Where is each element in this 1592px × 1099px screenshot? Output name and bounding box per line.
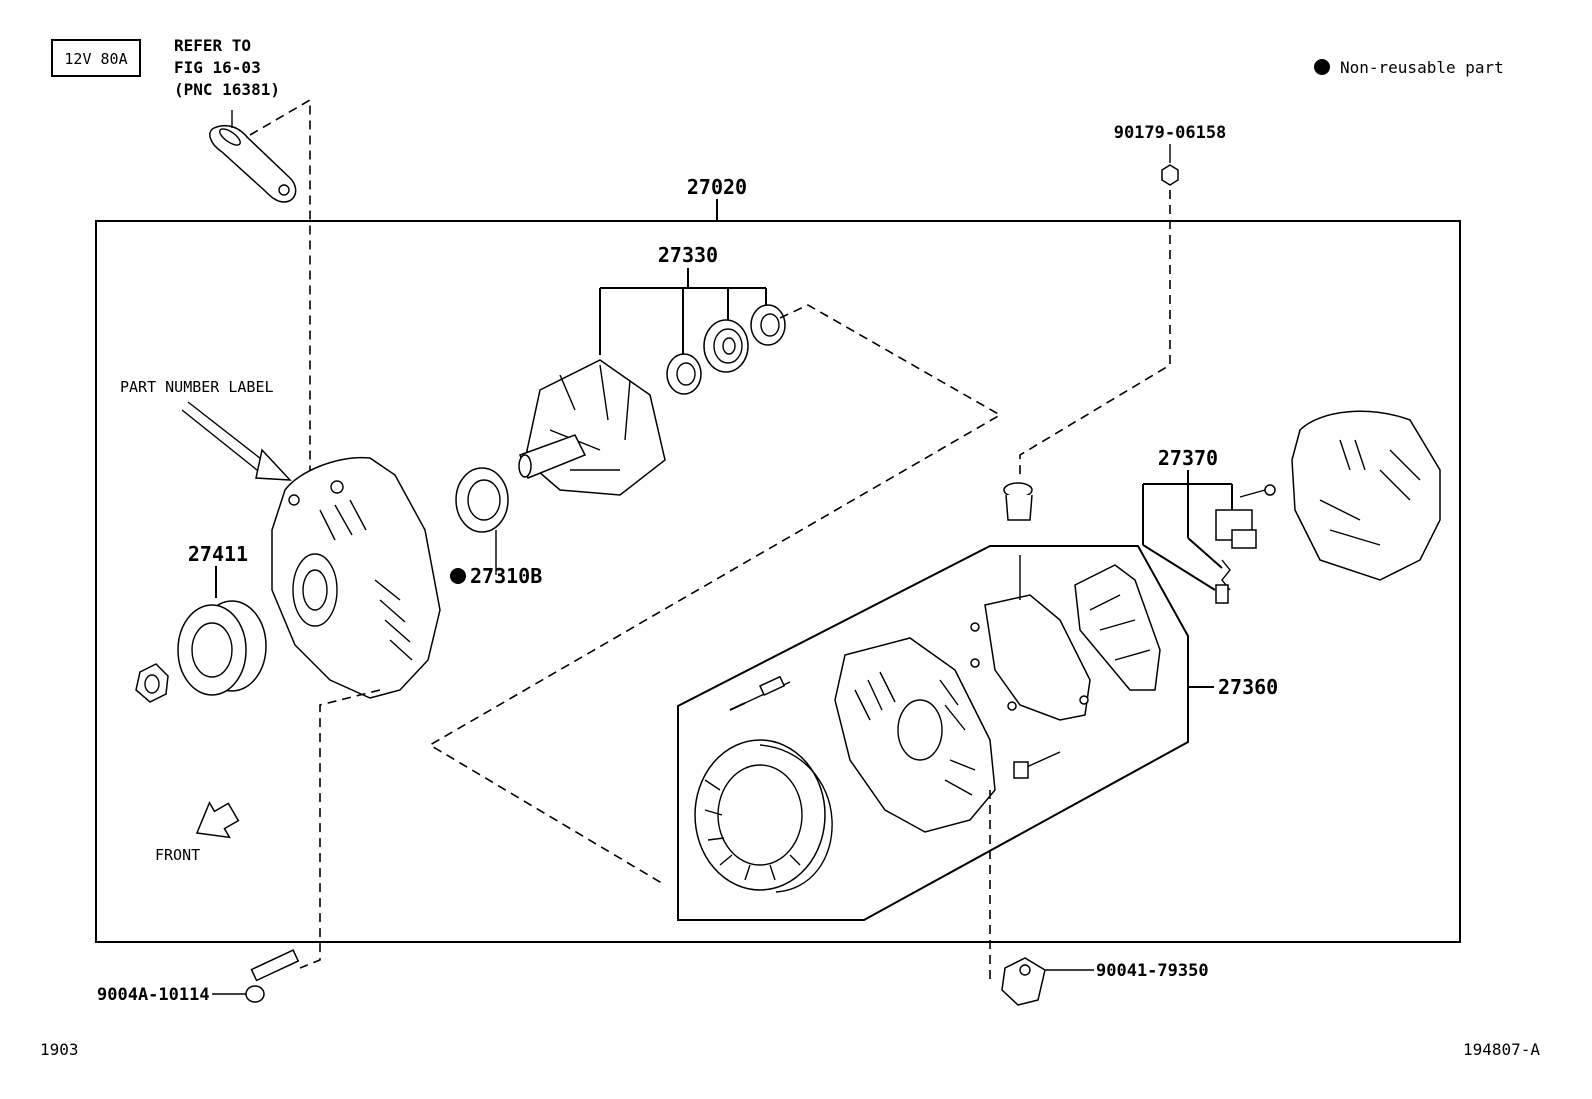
bolt-9004a-part — [245, 949, 300, 1003]
bracket-part — [209, 110, 297, 203]
part-label-arrow — [181, 401, 292, 481]
cover-screw-part — [1239, 484, 1276, 498]
label-27330: 27330 — [658, 243, 718, 267]
label-27370: 27370 — [1158, 446, 1218, 470]
label-27411: 27411 — [188, 542, 248, 566]
terminal-bolt-2 — [1013, 751, 1061, 779]
refer-line-3: (PNC 16381) — [174, 80, 280, 99]
label-27310b: 27310B — [470, 564, 542, 588]
insulator-part — [1001, 957, 1046, 1006]
refer-line-2: FIG 16-03 — [174, 58, 261, 77]
label-9004a-10114: 9004A-10114 — [97, 985, 210, 1005]
assembly-box — [95, 220, 1461, 943]
footer-right-code: 194807-A — [1463, 1040, 1540, 1059]
stator-part — [694, 739, 833, 893]
rectifier-group-box — [677, 545, 1189, 921]
rotor-dash-region — [428, 304, 1002, 886]
label-90041-79350: 90041-79350 — [1096, 961, 1209, 981]
label-part-number-label: PART NUMBER LABEL — [120, 378, 274, 396]
rectifier-part — [970, 555, 1091, 721]
pulley-part — [177, 600, 267, 696]
brush-holder-leader — [1142, 470, 1233, 591]
label-front: FRONT — [155, 846, 200, 864]
footer-left-code: 1903 — [40, 1040, 79, 1059]
nut-top-part — [1161, 164, 1179, 186]
terminal-bolt-1 — [729, 675, 791, 711]
front-housing-part — [271, 456, 441, 699]
label-27020: 27020 — [687, 175, 747, 199]
label-27360: 27360 — [1218, 675, 1278, 699]
bracket-dash-line — [249, 98, 311, 475]
front-arrow-icon — [195, 800, 240, 839]
legend-text: Non-reusable part — [1340, 58, 1504, 77]
bearing-27310b-part — [455, 467, 509, 575]
pulley-nut-part — [135, 663, 169, 703]
bolt-dash-line — [299, 689, 381, 969]
spec-badge: 12V 80A — [64, 50, 127, 68]
bearing-small-1 — [666, 353, 702, 395]
non-reusable-mark-icon — [450, 568, 466, 584]
rotor-part — [518, 359, 666, 496]
washer-small — [750, 304, 786, 346]
brush-holder-part — [1215, 509, 1257, 604]
refer-line-1: REFER TO — [174, 36, 251, 55]
terminal-bushing-part — [1003, 482, 1033, 521]
bearing-large — [703, 319, 749, 373]
non-reusable-dot-icon — [1314, 59, 1330, 75]
nut-dash-line — [1019, 190, 1171, 478]
rear-frame-part — [834, 637, 996, 833]
regulator-part — [1074, 564, 1161, 691]
rear-cover-part — [1291, 410, 1441, 581]
label-90179-06158: 90179-06158 — [1114, 123, 1227, 143]
spec-badge-box — [51, 39, 141, 77]
